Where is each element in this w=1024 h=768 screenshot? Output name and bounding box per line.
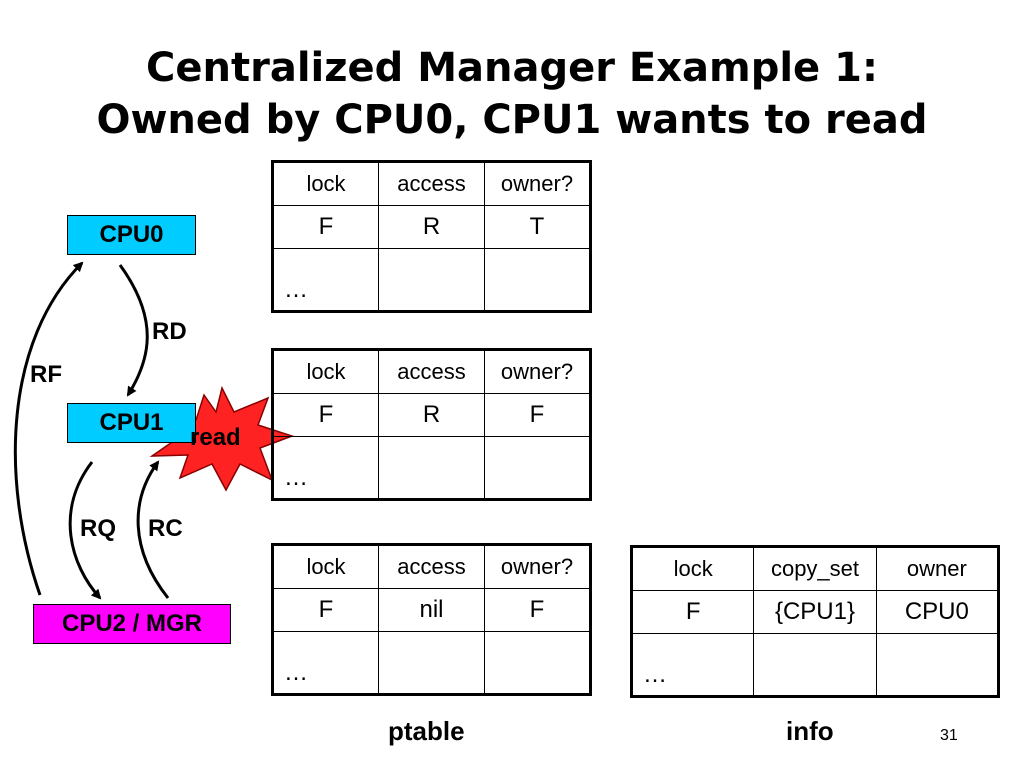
header-cell: access — [378, 161, 485, 206]
cpu0-node: CPU0 — [67, 215, 196, 255]
arrow-rq-label: RQ — [80, 515, 116, 542]
table-cell: T — [484, 205, 591, 249]
table-cell — [378, 248, 485, 312]
title-line-1: Centralized Manager Example 1: — [146, 45, 878, 91]
table-cell: R — [378, 393, 485, 437]
ptable-cpu0: lock access owner? F R T … — [271, 160, 592, 313]
table-cell — [753, 633, 877, 697]
read-burst-label: read — [190, 424, 241, 451]
table-header-row: lock access owner? — [272, 161, 591, 206]
table-cell: R — [378, 205, 485, 249]
header-cell: lock — [630, 546, 755, 591]
arrow-rq — [68, 461, 102, 600]
arrow-rf — [13, 261, 84, 596]
table-cell — [484, 631, 591, 695]
table-cell: F — [272, 588, 379, 632]
read-burst — [149, 385, 295, 492]
table-cell — [484, 436, 591, 500]
table-cell: F — [484, 393, 591, 437]
header-cell: owner — [875, 546, 1000, 591]
table-row: F nil F — [272, 588, 591, 632]
info-caption: info — [786, 716, 834, 746]
header-cell: lock — [272, 544, 379, 589]
title-line-2: Owned by CPU0, CPU1 wants to read — [96, 97, 928, 143]
header-cell: copy_set — [753, 546, 877, 591]
header-cell: lock — [272, 161, 379, 206]
table-cell: nil — [378, 588, 485, 632]
ellipsis-cell: … — [630, 633, 755, 697]
info-table: lock copy_set owner F {CPU1} CPU0 … — [630, 545, 1000, 698]
slide-number: 31 — [940, 727, 958, 744]
arrow-rc — [136, 460, 170, 599]
arrow-rc-label: RC — [148, 515, 183, 542]
table-row: F R F — [272, 393, 591, 437]
cpu1-node: CPU1 — [67, 403, 196, 443]
header-cell: owner? — [484, 349, 591, 394]
ellipsis-cell: … — [272, 248, 379, 312]
table-cell — [484, 248, 591, 312]
table-cell: F — [484, 588, 591, 632]
table-cell — [875, 633, 1000, 697]
header-cell: access — [378, 544, 485, 589]
mgr-node: CPU2 / MGR — [33, 604, 231, 644]
table-row: … — [630, 633, 1000, 697]
ptable-cpu1: lock access owner? F R F … — [271, 348, 592, 501]
table-cell: F — [272, 393, 379, 437]
arrow-rd — [118, 264, 149, 397]
table-row: F {CPU1} CPU0 — [630, 590, 1000, 634]
table-cell: CPU0 — [875, 590, 1000, 634]
header-cell: owner? — [484, 544, 591, 589]
table-row: … — [272, 248, 591, 312]
table-cell: {CPU1} — [753, 590, 877, 634]
table-cell: F — [272, 205, 379, 249]
table-cell — [378, 436, 485, 500]
table-cell: F — [630, 590, 755, 634]
table-header-row: lock copy_set owner — [630, 546, 1000, 591]
ellipsis-cell: … — [272, 436, 379, 500]
table-cell — [378, 631, 485, 695]
table-row: … — [272, 631, 591, 695]
header-cell: lock — [272, 349, 379, 394]
ptable-mgr: lock access owner? F nil F … — [271, 543, 592, 696]
table-header-row: lock access owner? — [272, 544, 591, 589]
ellipsis-cell: … — [272, 631, 379, 695]
ptable-caption: ptable — [388, 716, 465, 746]
arrow-rd-label: RD — [152, 318, 187, 345]
table-row: … — [272, 436, 591, 500]
table-header-row: lock access owner? — [272, 349, 591, 394]
header-cell: owner? — [484, 161, 591, 206]
arrow-rf-label: RF — [30, 361, 62, 388]
slide-title: Centralized Manager Example 1: Owned by … — [0, 42, 1024, 146]
header-cell: access — [378, 349, 485, 394]
table-row: F R T — [272, 205, 591, 249]
